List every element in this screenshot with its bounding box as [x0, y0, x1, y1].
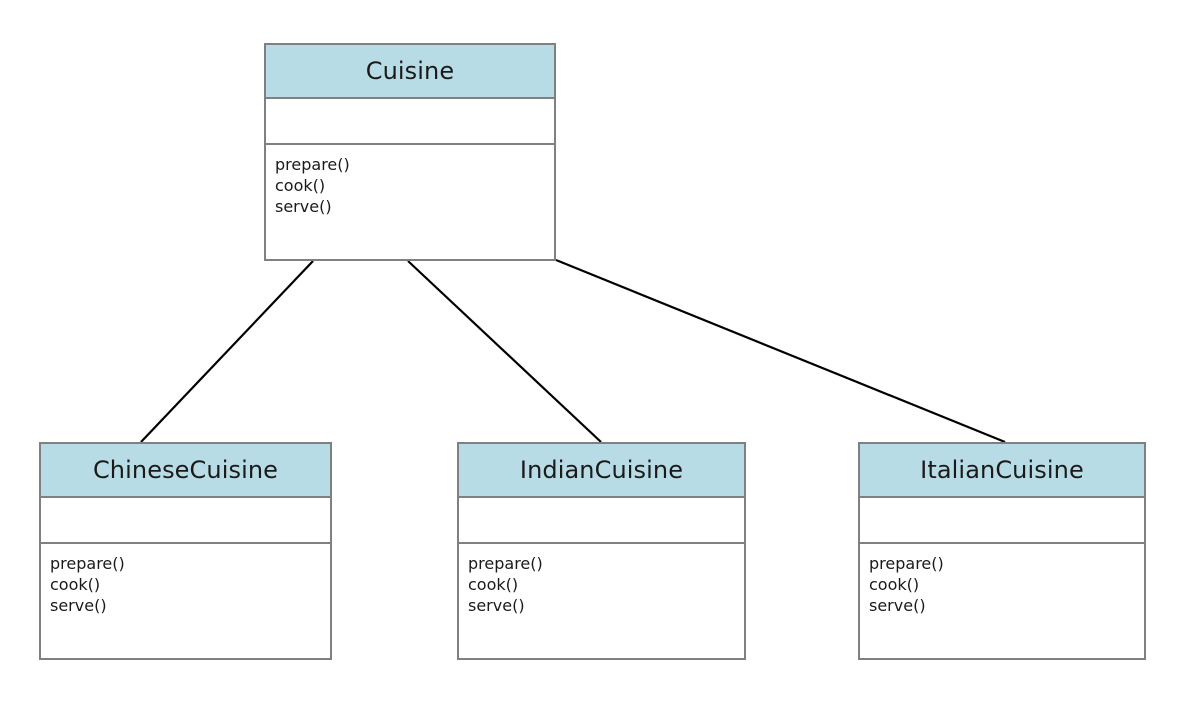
- method-item: prepare(): [869, 554, 944, 573]
- class-name-italiancuisine: ItalianCuisine: [860, 444, 1144, 498]
- methods-compartment-italiancuisine: prepare() cook() serve(): [860, 544, 1144, 658]
- method-item: cook(): [275, 176, 326, 195]
- method-item: cook(): [869, 575, 920, 594]
- method-item: serve(): [468, 596, 525, 615]
- method-item: serve(): [275, 197, 332, 216]
- method-item: cook(): [468, 575, 519, 594]
- method-item: prepare(): [275, 155, 350, 174]
- method-item: prepare(): [50, 554, 125, 573]
- attributes-compartment-indiancuisine: [459, 498, 744, 544]
- generalization-edge-cuisine-italiancuisine: [555, 258, 1006, 444]
- generalization-edge-cuisine-indiancuisine: [407, 260, 602, 443]
- methods-compartment-indiancuisine: prepare() cook() serve(): [459, 544, 744, 658]
- class-name-cuisine: Cuisine: [266, 45, 554, 99]
- attributes-compartment-cuisine: [266, 99, 554, 145]
- generalization-edge-cuisine-chinesecuisine: [140, 260, 314, 443]
- attributes-compartment-italiancuisine: [860, 498, 1144, 544]
- uml-class-indiancuisine[interactable]: IndianCuisine prepare() cook() serve(): [457, 442, 746, 660]
- methods-compartment-chinesecuisine: prepare() cook() serve(): [41, 544, 330, 658]
- class-name-chinesecuisine: ChineseCuisine: [41, 444, 330, 498]
- attributes-compartment-chinesecuisine: [41, 498, 330, 544]
- uml-class-cuisine[interactable]: Cuisine prepare() cook() serve(): [264, 43, 556, 261]
- uml-class-italiancuisine[interactable]: ItalianCuisine prepare() cook() serve(): [858, 442, 1146, 660]
- methods-compartment-cuisine: prepare() cook() serve(): [266, 145, 554, 259]
- uml-class-chinesecuisine[interactable]: ChineseCuisine prepare() cook() serve(): [39, 442, 332, 660]
- method-item: cook(): [50, 575, 101, 594]
- method-item: prepare(): [468, 554, 543, 573]
- method-item: serve(): [50, 596, 107, 615]
- class-name-indiancuisine: IndianCuisine: [459, 444, 744, 498]
- method-item: serve(): [869, 596, 926, 615]
